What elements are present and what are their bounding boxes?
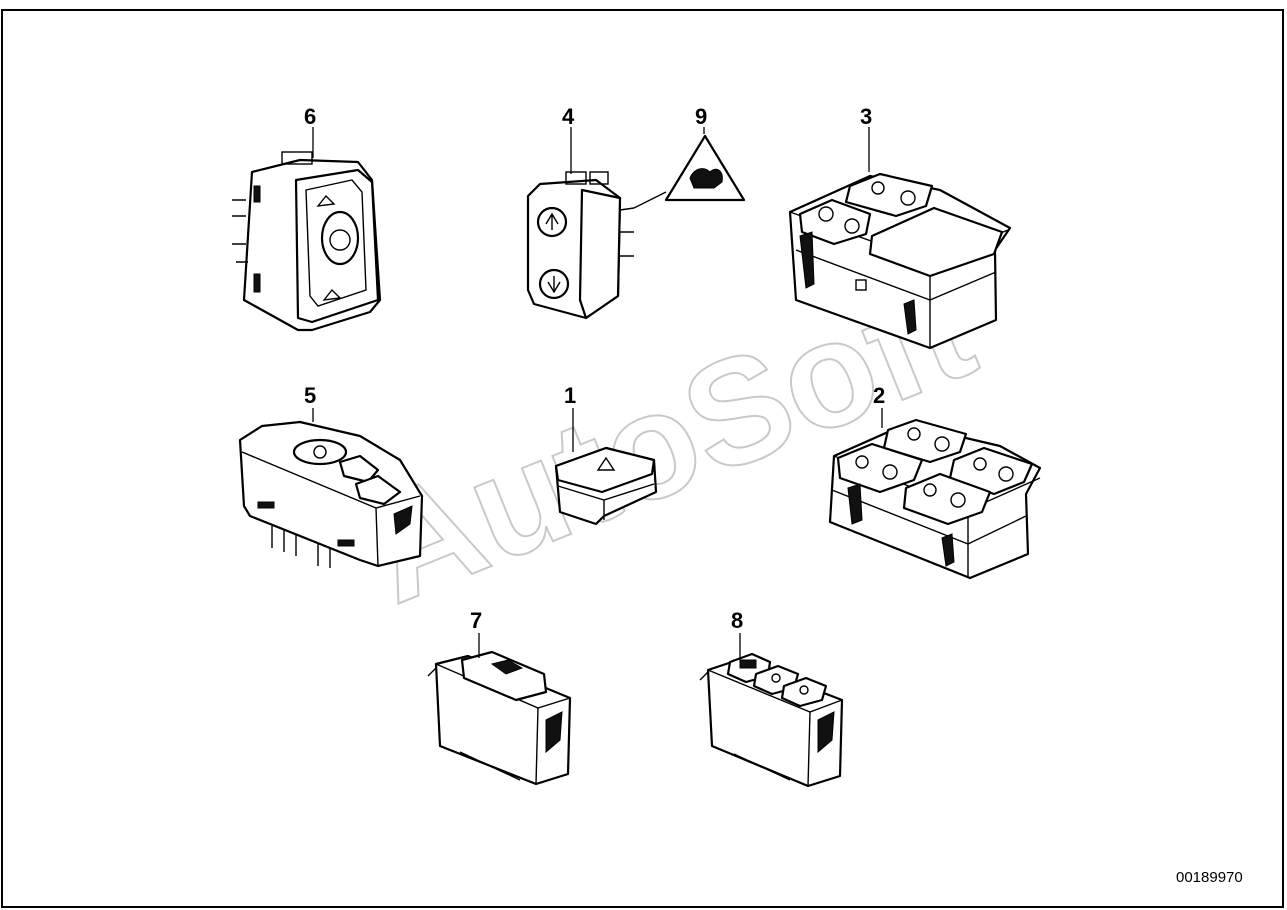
callout-4: 4 — [562, 104, 575, 129]
callout-7: 7 — [470, 608, 482, 633]
callout-1: 1 — [564, 383, 576, 408]
part-5-seat-switch[interactable] — [238, 420, 424, 568]
part-1-hazard-switch[interactable] — [554, 446, 658, 526]
part-4-window-switch[interactable] — [526, 171, 635, 320]
callout-5: 5 — [304, 383, 316, 408]
reference-number: 00189970 — [1176, 869, 1243, 886]
callout-6: 6 — [304, 104, 316, 129]
callout-8: 8 — [731, 608, 743, 633]
part-7-single-switch[interactable] — [427, 650, 572, 786]
callout-3: 3 — [860, 104, 872, 129]
callout-9: 9 — [695, 104, 707, 129]
part-3-switch-block[interactable] — [788, 172, 1012, 350]
callout-2: 2 — [873, 383, 885, 408]
part-2-switch-block[interactable] — [828, 418, 1042, 580]
part-6-rocker-switch[interactable] — [232, 151, 382, 332]
part-8-triple-switch[interactable] — [699, 652, 844, 788]
part-9-warning-label[interactable] — [664, 134, 746, 202]
